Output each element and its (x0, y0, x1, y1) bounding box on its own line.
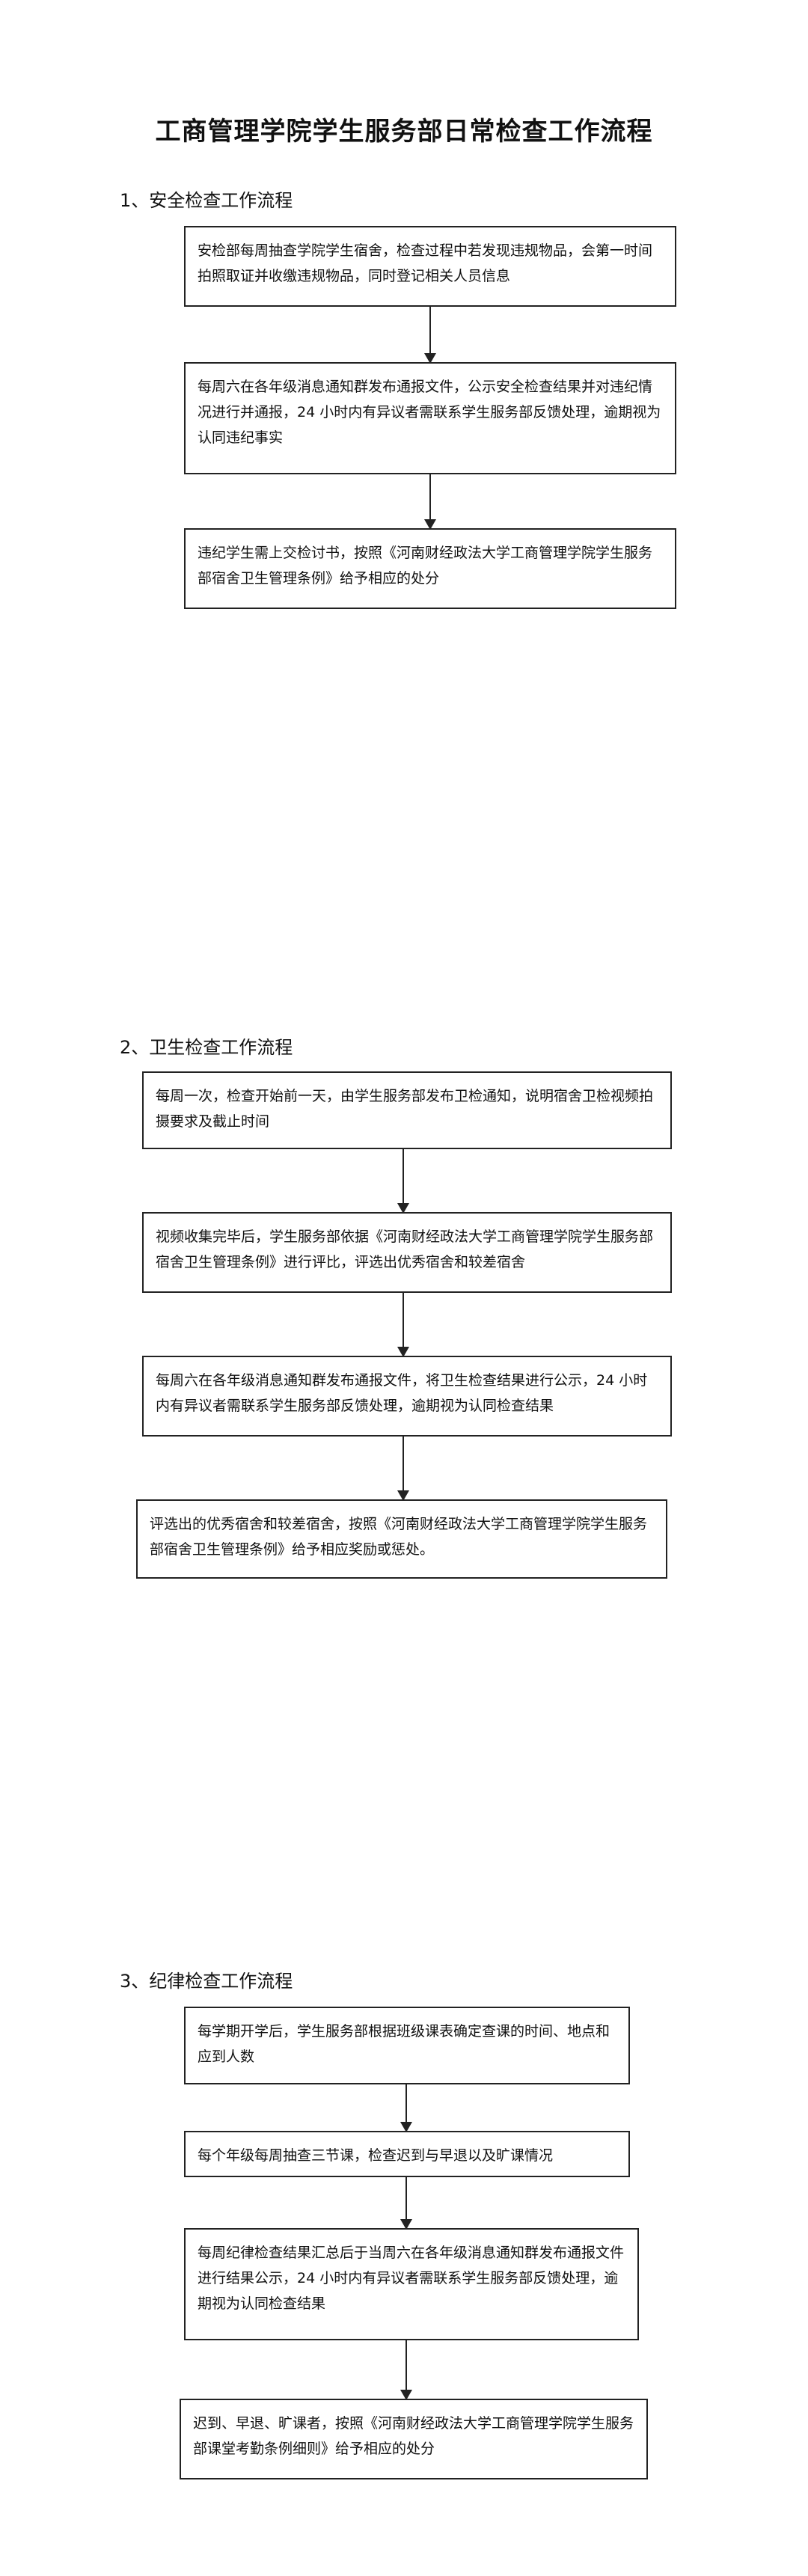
flow-arrow (424, 474, 436, 530)
flow-step: 每周纪律检查结果汇总后于当周六在各年级消息通知群发布通报文件进行结果公示，24 … (184, 2228, 639, 2340)
flow-arrow (424, 307, 436, 364)
flow-arrow (397, 1149, 409, 1214)
flow-step: 违纪学生需上交检讨书，按照《河南财经政法大学工商管理学院学生服务部宿舍卫生管理条… (184, 528, 676, 609)
flow-step: 每学期开学后，学生服务部根据班级课表确定查课的时间、地点和应到人数 (184, 2007, 630, 2084)
flow-step: 评选出的优秀宿舍和较差宿舍，按照《河南财经政法大学工商管理学院学生服务部宿舍卫生… (136, 1499, 667, 1579)
flow-arrow (397, 1437, 409, 1501)
flow-step: 迟到、早退、旷课者，按照《河南财经政法大学工商管理学院学生服务部课堂考勤条例细则… (180, 2399, 648, 2479)
section-heading-discipline: 3、纪律检查工作流程 (120, 1971, 293, 1992)
flow-step: 每个年级每周抽查三节课，检查迟到与早退以及旷课情况 (184, 2131, 630, 2177)
section-heading-safety: 1、安全检查工作流程 (120, 190, 293, 211)
page-title: 工商管理学院学生服务部日常检查工作流程 (155, 117, 653, 147)
flow-step: 安检部每周抽查学院学生宿舍，检查过程中若发现违规物品，会第一时间拍照取证并收缴违… (184, 226, 676, 307)
flow-arrow (400, 2340, 412, 2400)
flow-arrow (397, 1293, 409, 1357)
flow-arrow (400, 2177, 412, 2230)
flow-step: 每周一次，检查开始前一天，由学生服务部发布卫检通知，说明宿舍卫检视频拍摄要求及截… (142, 1071, 672, 1149)
section-heading-hygiene: 2、卫生检查工作流程 (120, 1037, 293, 1058)
flow-step: 每周六在各年级消息通知群发布通报文件，将卫生检查结果进行公示，24 小时内有异议… (142, 1356, 672, 1437)
flow-step: 每周六在各年级消息通知群发布通报文件，公示安全检查结果并对违纪情况进行并通报，2… (184, 362, 676, 474)
flow-arrow (400, 2084, 412, 2132)
flow-step: 视频收集完毕后，学生服务部依据《河南财经政法大学工商管理学院学生服务部宿舍卫生管… (142, 1212, 672, 1293)
